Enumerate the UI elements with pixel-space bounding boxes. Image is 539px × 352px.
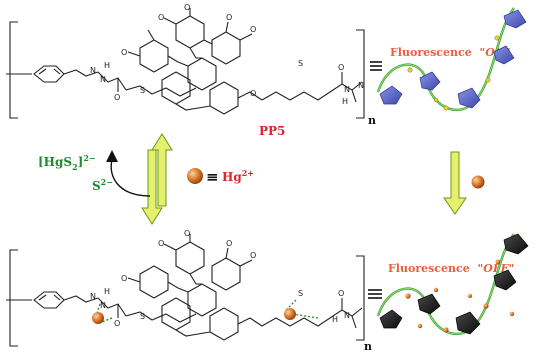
ribbon-blue-2 [419,71,441,91]
hg-ion-label: Hg2+ [222,168,254,184]
hg-bound-right [284,308,296,320]
fluorescence-on-label: Fluorescence "ON" [390,46,511,59]
svg-text:O: O [114,319,120,328]
helix-off [376,233,529,335]
ribbon-blue-4 [493,45,515,65]
right-bracket-bottom [356,255,365,341]
ribbon-black-4 [493,269,517,291]
polymer-label-pp5: PP5 [259,124,285,138]
sulfide-arrowhead [106,150,118,162]
svg-text:S: S [298,289,303,298]
arrow-up [151,133,173,207]
equiv-symbol-hg: ≡ [206,168,219,186]
svg-text:O: O [250,251,256,260]
svg-text:S: S [140,312,145,321]
equivalence-bottom [368,289,382,299]
sulfide-reagent: S2− [92,177,113,193]
left-bracket [9,21,18,119]
ribbon-black-1 [379,309,403,329]
ribbon-blue-3 [457,87,481,109]
svg-text:H: H [104,287,110,296]
left-bracket-bottom [9,249,18,347]
svg-text:O: O [184,3,190,12]
svg-text:H: H [104,61,110,70]
arrow-down [141,149,163,225]
right-down-arrow [443,151,467,215]
sulfide-curved-arrow [110,159,151,197]
svg-text:N: N [344,85,350,94]
svg-text:H: H [342,97,348,106]
hg-bound-left [92,312,104,324]
hg-coordination-bonds [95,299,319,323]
svg-text:O: O [121,274,127,283]
svg-text:H: H [332,315,338,324]
svg-text:N: N [344,311,350,320]
top-atom-labels: O O O O O O O O S S N N N N H H [90,3,364,106]
svg-text:Fluorescence "OFF": Fluorescence "OFF" [388,262,514,275]
ribbon-blue-1 [379,85,403,105]
svg-text:O: O [121,48,127,57]
svg-text:N: N [90,66,96,75]
svg-text:O: O [226,13,232,22]
ribbon-blue-5 [503,9,527,29]
svg-text:O: O [338,289,344,298]
equivalence-top [370,61,382,71]
ribbon-black-2 [417,293,441,315]
hg-ion-sphere [187,168,203,184]
svg-text:O: O [250,89,256,98]
svg-text:Fluorescence "ON": Fluorescence "ON" [390,46,511,59]
hg-sphere-right [471,175,485,189]
svg-text:O: O [158,13,164,22]
bottom-atom-labels: O O O O O O O S S N N N H H [90,229,350,328]
hgs2-product: [HgS2]2− [38,153,96,172]
svg-text:N: N [90,292,96,301]
svg-text:N: N [100,75,106,84]
bound-hg-spheres [405,259,515,333]
ribbon-black-3 [455,311,481,335]
repeat-n-bottom: n [364,340,372,352]
right-bracket [356,29,365,119]
svg-text:N: N [358,81,364,90]
svg-text:S: S [140,86,145,95]
svg-text:O: O [250,25,256,34]
pp5-hg-complex-structure [6,234,365,347]
equilibrium-arrows [141,133,173,225]
fluorescence-off-label: Fluorescence "OFF" [388,262,514,275]
svg-text:S: S [298,59,303,68]
svg-text:O: O [114,93,120,102]
svg-text:O: O [158,239,164,248]
helix-on [376,7,527,111]
svg-text:O: O [338,63,344,72]
phenyl-ring [33,65,65,83]
pp5-structure-top [6,8,365,119]
svg-text:O: O [184,229,190,238]
svg-text:O: O [226,239,232,248]
repeat-n-top: n [368,114,376,127]
ribbon-black-5 [503,233,529,255]
svg-text:N: N [100,301,106,310]
